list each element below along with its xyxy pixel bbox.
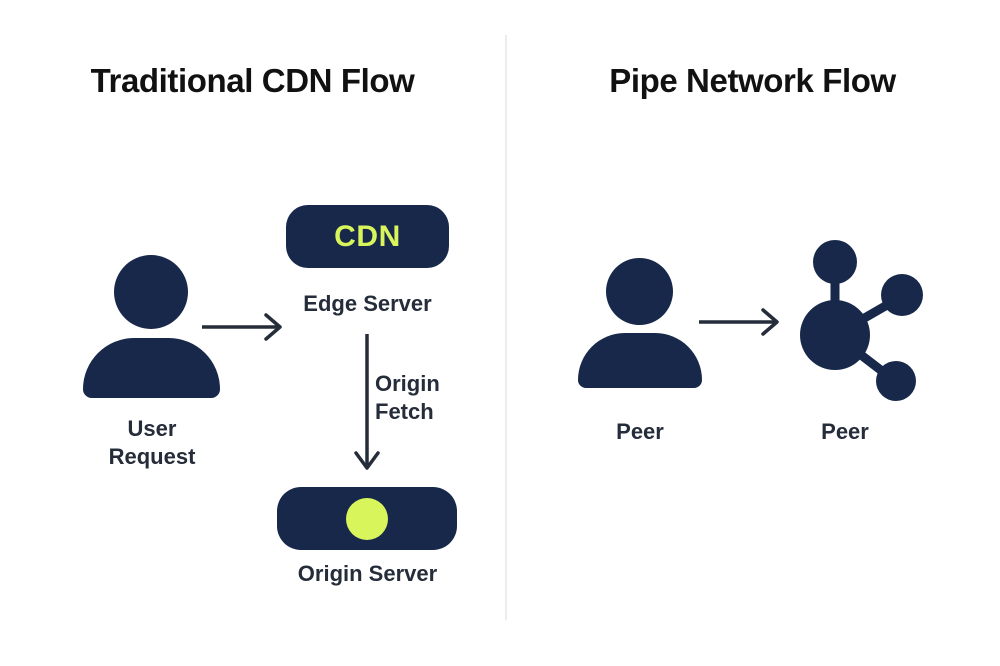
right-panel-title: Pipe Network Flow: [609, 62, 896, 99]
user-body-shape: [83, 338, 220, 398]
user-head-shape: [114, 255, 188, 329]
origin-fetch-label: Origin Fetch: [375, 371, 440, 425]
network-node-hub: [800, 300, 870, 370]
edge-server-caption: Edge Server: [303, 291, 432, 316]
network-node-right: [881, 274, 923, 316]
peer-user-caption: Peer: [616, 419, 664, 444]
peer-body-shape: [578, 333, 702, 388]
arrow-peer-to-network: [699, 308, 779, 336]
left-panel-title: Traditional CDN Flow: [90, 62, 415, 99]
peer-person-icon: [578, 258, 702, 388]
network-nodes-icon: [800, 240, 923, 401]
network-node-top: [813, 240, 857, 284]
peer-network-caption: Peer: [821, 419, 869, 444]
origin-server-badge[interactable]: [277, 487, 457, 550]
peer-head-shape: [606, 258, 673, 325]
edge-server-badge-label: CDN: [334, 219, 401, 253]
origin-server-caption: Origin Server: [297, 561, 438, 586]
arrow-user-to-edge: [202, 313, 282, 341]
network-node-bottom-right: [876, 361, 916, 401]
edge-server-badge[interactable]: CDN: [286, 205, 449, 268]
panel-divider: [505, 35, 507, 620]
user-request-caption: User Request: [108, 416, 196, 470]
status-dot-icon: [346, 497, 388, 540]
user-person-icon: [83, 255, 220, 398]
arrow-edge-to-origin: [354, 334, 380, 470]
